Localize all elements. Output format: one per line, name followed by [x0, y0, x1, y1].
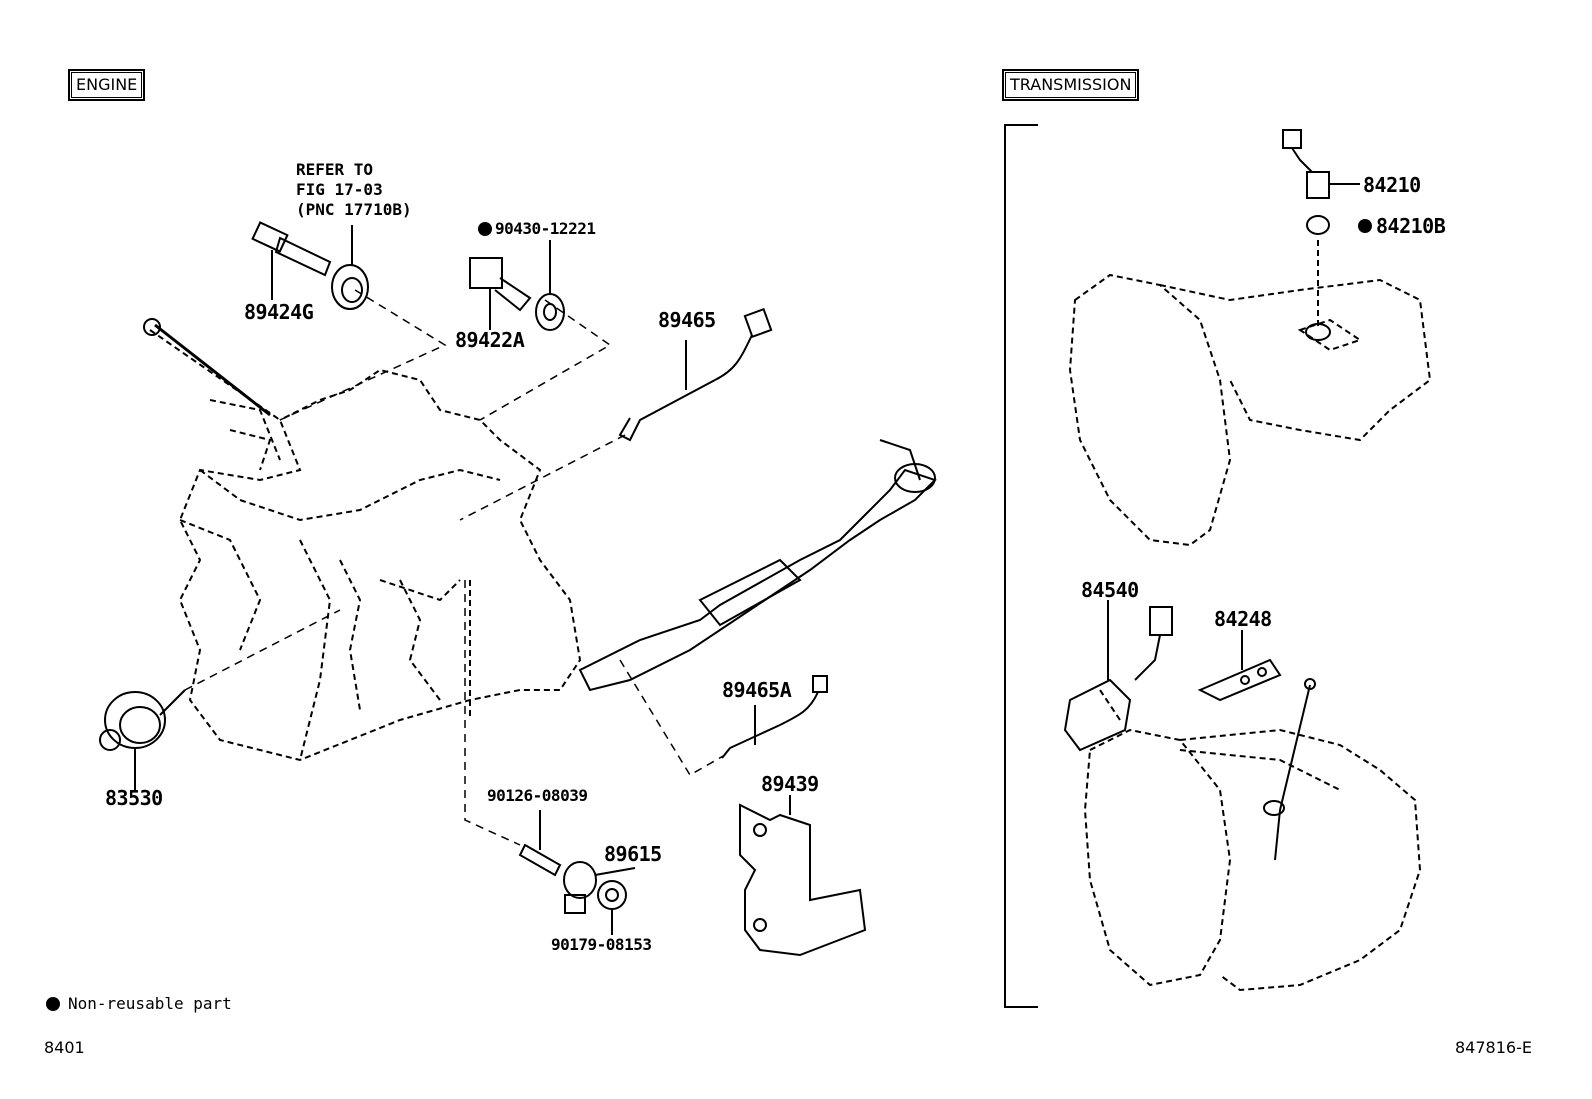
figure-code: 847816-E: [1455, 1038, 1532, 1057]
legend-non-reusable: Non-reusable part: [46, 994, 232, 1013]
part-label-84210[interactable]: 84210: [1363, 173, 1421, 197]
part-label-89439[interactable]: 89439: [761, 772, 819, 796]
part-label-83530[interactable]: 83530: [105, 786, 163, 810]
part-89439-drawing: [739, 795, 867, 957]
non-reusable-dot-icon: [478, 221, 492, 236]
transmission-bracket: [1004, 124, 1038, 1008]
engine-block-outline: [149, 329, 582, 762]
part-label-89422A[interactable]: 89422A: [455, 328, 525, 352]
upper-transmission-outline: [1068, 273, 1432, 547]
part-label-89424G[interactable]: 89424G: [244, 300, 314, 324]
part-label-89465A[interactable]: 89465A: [722, 678, 792, 702]
non-reusable-dot-icon: [1358, 219, 1372, 233]
washer-90430-drawing: [535, 240, 565, 331]
part-89465A-drawing: [721, 675, 828, 759]
part-label-90430[interactable]: 90430-12221: [478, 219, 596, 238]
part-label-90126[interactable]: 90126-08039: [487, 786, 588, 805]
part-label-84248[interactable]: 84248: [1214, 607, 1272, 631]
page-code: 8401: [44, 1038, 85, 1057]
lower-transmission-outline: [1083, 689, 1422, 992]
non-reusable-dot-icon: [46, 996, 60, 1011]
part-label-89465[interactable]: 89465: [658, 308, 716, 332]
grommet-drawing: [331, 225, 369, 310]
part-89424G-drawing: [251, 221, 332, 300]
reference-note: REFER TO FIG 17-03 (PNC 17710B): [296, 160, 412, 219]
part-84210-drawing: [1282, 129, 1360, 341]
part-89465-drawing: [618, 307, 773, 442]
section-transmission-label: TRANSMISSION: [1002, 69, 1140, 101]
part-90179-drawing: [597, 880, 627, 935]
part-label-84210B-text: 84210B: [1376, 214, 1446, 238]
part-label-90430-text: 90430-12221: [495, 219, 596, 238]
part-83530-drawing: [99, 689, 186, 790]
section-engine-label: ENGINE: [68, 69, 146, 101]
part-label-84540[interactable]: 84540: [1081, 578, 1139, 602]
part-89615-drawing: [563, 861, 636, 914]
part-label-84210B[interactable]: 84210B: [1358, 214, 1446, 238]
part-90126-drawing: [518, 810, 562, 877]
shift-lever-drawing: [1263, 678, 1316, 861]
part-label-90179[interactable]: 90179-08153: [551, 935, 652, 954]
part-84540-drawing: [1063, 600, 1173, 752]
dipstick: [154, 323, 271, 417]
part-89422A-drawing: [469, 257, 532, 330]
part-label-89615[interactable]: 89615: [604, 842, 662, 866]
legend-text: Non-reusable part: [68, 994, 232, 1013]
part-84248-drawing: [1197, 630, 1282, 702]
exhaust-pipe-drawing: [578, 439, 937, 692]
